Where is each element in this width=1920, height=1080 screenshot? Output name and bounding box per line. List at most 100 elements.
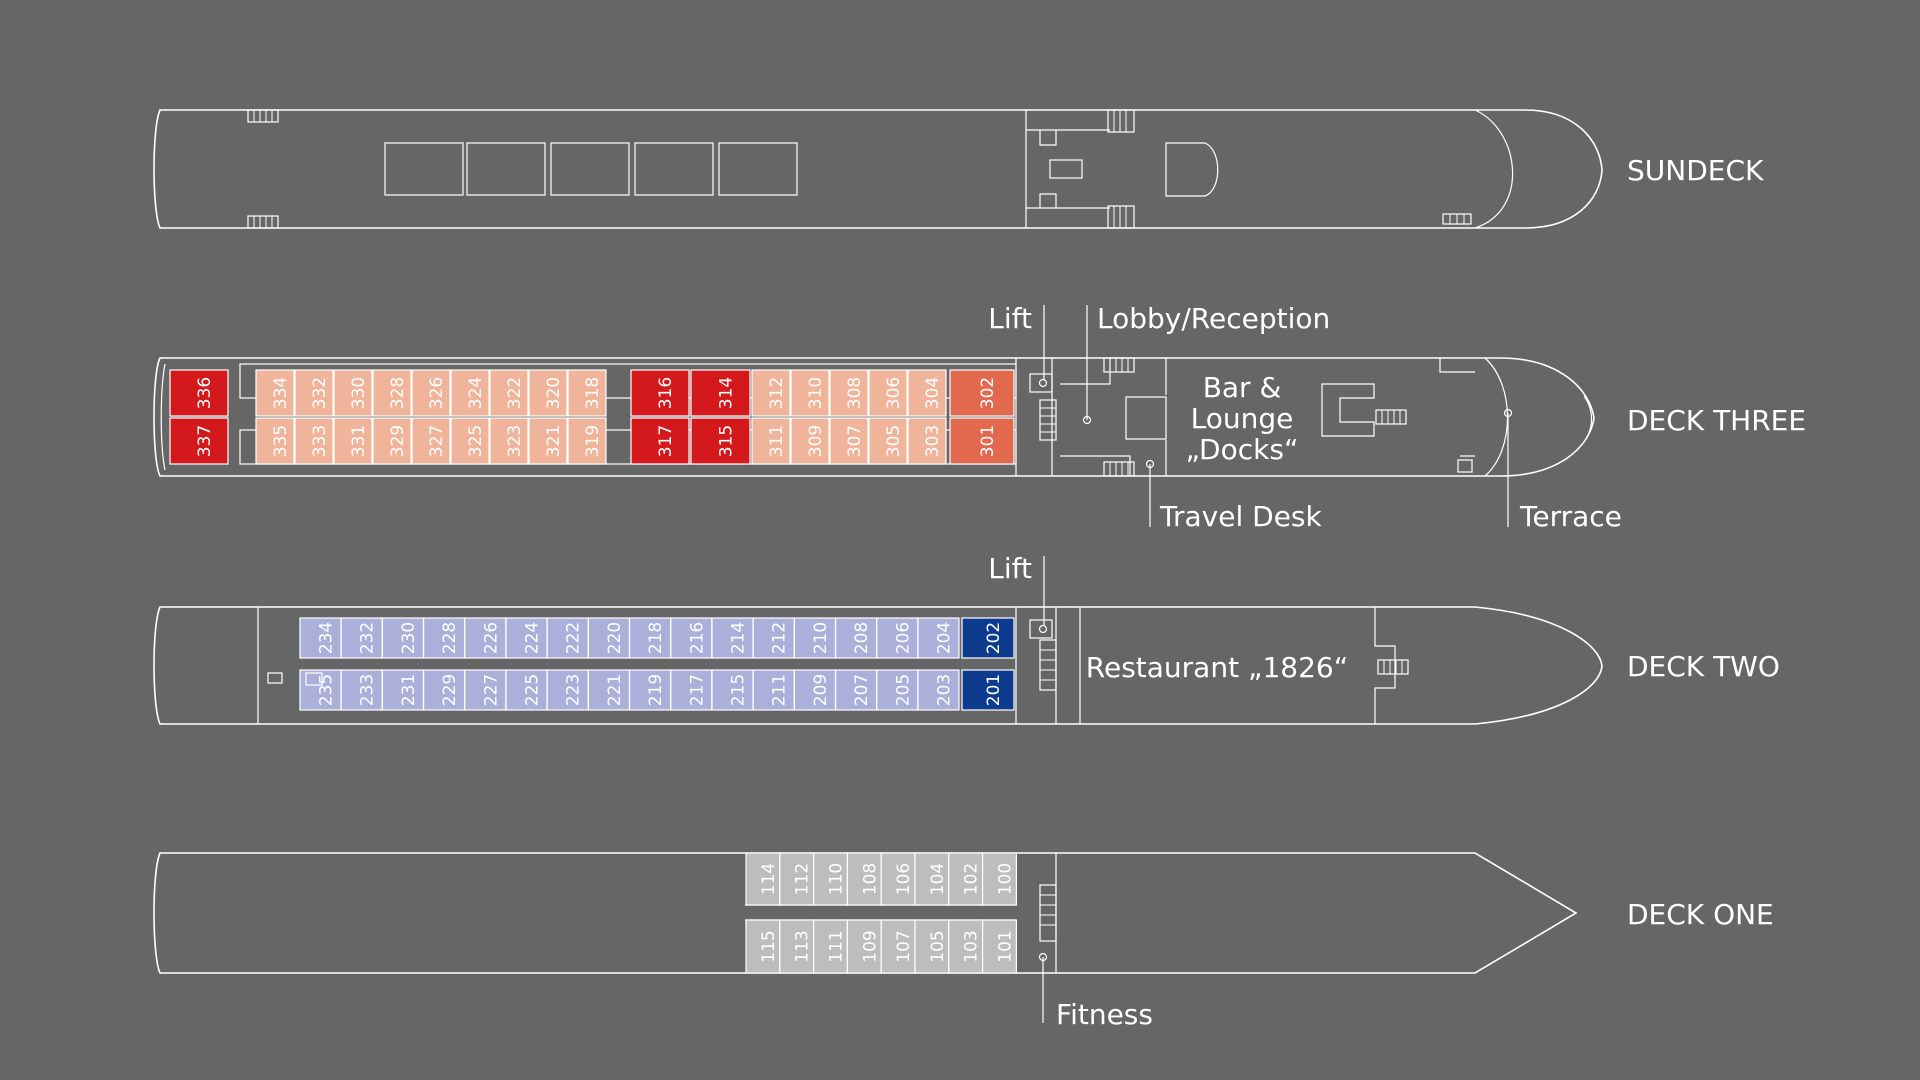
cabin-222[interactable]: 222 [546, 617, 589, 659]
cabin-111[interactable]: 111 [812, 919, 848, 974]
cabin-319-shape [567, 417, 607, 465]
cabin-228-shape [423, 617, 466, 659]
cabin-234[interactable]: 234 [299, 617, 342, 659]
cabin-322[interactable]: 322 [489, 369, 529, 417]
cabin-330[interactable]: 330 [333, 369, 373, 417]
cabin-201[interactable]: 201 [961, 669, 1015, 711]
cabin-231[interactable]: 231 [381, 669, 424, 711]
cabin-227[interactable]: 227 [464, 669, 507, 711]
cabin-324[interactable]: 324 [450, 369, 490, 417]
cabin-235[interactable]: 235 [299, 669, 342, 711]
cabin-108[interactable]: 108 [846, 852, 882, 906]
cabin-326[interactable]: 326 [411, 369, 451, 417]
cabin-220[interactable]: 220 [587, 617, 631, 659]
cabin-228[interactable]: 228 [423, 617, 466, 659]
cabin-305[interactable]: 305 [868, 417, 908, 465]
cabin-230[interactable]: 230 [381, 617, 424, 659]
cabin-310[interactable]: 310 [790, 369, 830, 417]
cabin-223[interactable]: 223 [546, 669, 589, 711]
cabin-210[interactable]: 210 [793, 617, 837, 659]
cabin-211[interactable]: 211 [752, 669, 795, 711]
cabin-214[interactable]: 214 [711, 617, 754, 659]
cabin-106[interactable]: 106 [880, 852, 916, 906]
cabin-332[interactable]: 332 [294, 369, 334, 417]
cabin-332-shape [294, 369, 334, 417]
cabin-320[interactable]: 320 [528, 369, 568, 417]
cabin-218[interactable]: 218 [628, 617, 672, 659]
cabin-113[interactable]: 113 [779, 919, 815, 974]
cabin-219[interactable]: 219 [628, 669, 672, 711]
cabin-224[interactable]: 224 [505, 617, 548, 659]
cabin-number-229: 229 [440, 674, 460, 706]
cabin-301[interactable]: 301 [949, 417, 1015, 465]
cabin-114[interactable]: 114 [745, 852, 781, 906]
cabin-208[interactable]: 208 [834, 617, 878, 659]
cabin-311[interactable]: 311 [751, 417, 791, 465]
cabin-317[interactable]: 317 [630, 417, 690, 465]
cabin-103[interactable]: 103 [948, 919, 984, 974]
cabin-203[interactable]: 203 [917, 669, 960, 711]
cabin-115[interactable]: 115 [745, 919, 781, 974]
cabin-209[interactable]: 209 [793, 669, 837, 711]
cabin-312[interactable]: 312 [751, 369, 791, 417]
cabin-232-shape [340, 617, 383, 659]
cabin-233[interactable]: 233 [340, 669, 383, 711]
cabin-112[interactable]: 112 [779, 852, 815, 906]
cabin-102[interactable]: 102 [948, 852, 984, 906]
cabin-329[interactable]: 329 [372, 417, 412, 465]
cabin-315[interactable]: 315 [690, 417, 751, 465]
cabin-321[interactable]: 321 [528, 417, 568, 465]
sundeck: SUNDECK [153, 109, 1764, 229]
cabin-104[interactable]: 104 [914, 852, 950, 906]
cabin-316[interactable]: 316 [630, 369, 690, 417]
cabin-334[interactable]: 334 [255, 369, 295, 417]
cabin-207[interactable]: 207 [834, 669, 878, 711]
cabin-202[interactable]: 202 [961, 617, 1015, 659]
cabin-327[interactable]: 327 [411, 417, 451, 465]
cabin-335[interactable]: 335 [255, 417, 295, 465]
cabin-205[interactable]: 205 [876, 669, 919, 711]
cabin-232[interactable]: 232 [340, 617, 383, 659]
cabin-318[interactable]: 318 [567, 369, 607, 417]
cabin-204[interactable]: 204 [917, 617, 960, 659]
cabin-308[interactable]: 308 [829, 369, 869, 417]
cabin-307[interactable]: 307 [829, 417, 869, 465]
sunlounger-area [718, 142, 798, 196]
cabin-216[interactable]: 216 [670, 617, 713, 659]
cabin-314[interactable]: 314 [690, 369, 751, 417]
cabin-304[interactable]: 304 [907, 369, 947, 417]
cabin-319[interactable]: 319 [567, 417, 607, 465]
cabin-333[interactable]: 333 [294, 417, 334, 465]
cabin-331[interactable]: 331 [333, 417, 373, 465]
cabin-225[interactable]: 225 [505, 669, 548, 711]
cabin-110[interactable]: 110 [812, 852, 848, 906]
cabin-337[interactable]: 337 [169, 417, 229, 465]
cabin-323[interactable]: 323 [489, 417, 529, 465]
cabin-215[interactable]: 215 [711, 669, 754, 711]
cabin-303[interactable]: 303 [907, 417, 947, 465]
cabin-217[interactable]: 217 [670, 669, 713, 711]
cabin-307-shape [829, 417, 869, 465]
cabin-number-316: 316 [656, 377, 676, 409]
cabin-101[interactable]: 101 [981, 919, 1017, 974]
cabin-number-208: 208 [852, 622, 872, 654]
cabin-105[interactable]: 105 [914, 919, 950, 974]
cabin-336[interactable]: 336 [169, 369, 229, 417]
cabin-328[interactable]: 328 [372, 369, 412, 417]
cabin-229[interactable]: 229 [423, 669, 466, 711]
cabin-107-shape [880, 919, 916, 974]
cabin-221[interactable]: 221 [587, 669, 631, 711]
cabin-302[interactable]: 302 [949, 369, 1015, 417]
cabin-100[interactable]: 100 [981, 852, 1017, 906]
bar-lounge-label-line-1: Bar & [1203, 371, 1282, 404]
cabin-306[interactable]: 306 [868, 369, 908, 417]
cabin-226[interactable]: 226 [464, 617, 507, 659]
cabin-206[interactable]: 206 [876, 617, 919, 659]
cabin-325[interactable]: 325 [450, 417, 490, 465]
cabin-107[interactable]: 107 [880, 919, 916, 974]
cabin-212[interactable]: 212 [752, 617, 795, 659]
cabin-number-318: 318 [583, 377, 603, 409]
cabin-309[interactable]: 309 [790, 417, 830, 465]
cabin-109[interactable]: 109 [846, 919, 882, 974]
